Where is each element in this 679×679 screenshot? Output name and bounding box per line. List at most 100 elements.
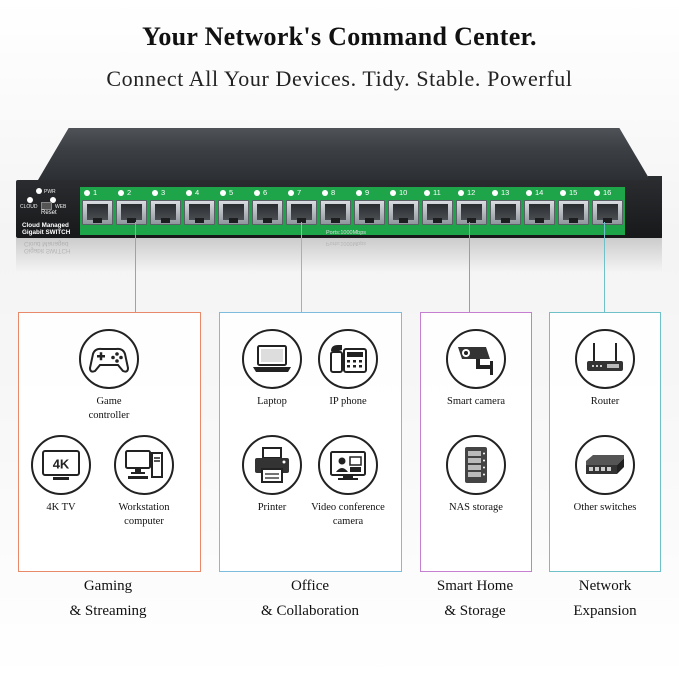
device-label: camera: [332, 516, 364, 527]
smart-camera-icon: [446, 329, 506, 389]
rj45-jack-icon: [116, 200, 147, 225]
port-number: 8: [331, 188, 336, 197]
rj45-jack-icon: [524, 200, 555, 225]
connector-line-office: [301, 222, 302, 313]
device-label: Laptop: [257, 396, 287, 407]
port-led-icon: [594, 190, 600, 196]
category-box-office: Laptop IP phone Printer Video conference…: [219, 312, 402, 572]
port-led-icon: [560, 190, 566, 196]
ip-phone-icon: [318, 329, 378, 389]
port-led-icon: [288, 190, 294, 196]
device-label: Video conference: [311, 502, 385, 513]
connector-line-network: [604, 222, 605, 313]
rj45-jack-icon: [252, 200, 283, 225]
category-title-smart-home: Smart Home & Storage: [436, 578, 514, 619]
cloud-led-icon: [27, 197, 33, 203]
category-title-office: Office & Collaboration: [261, 578, 359, 619]
ethernet-port[interactable]: 14: [522, 187, 555, 235]
port-number: 9: [365, 188, 370, 197]
network-switch-icon: [575, 435, 635, 495]
category-box-network: Router Other switches: [549, 312, 661, 572]
port-led-icon: [492, 190, 498, 196]
port-led-icon: [118, 190, 124, 196]
device-laptop: Laptop: [227, 329, 317, 409]
port-number: 2: [127, 188, 132, 197]
port-led-icon: [458, 190, 464, 196]
brand-reflection: Gigabit SWITCH Cloud Managed: [24, 240, 71, 254]
port-led-icon: [322, 190, 328, 196]
port-number: 14: [535, 188, 544, 197]
ethernet-port[interactable]: 9: [352, 187, 385, 235]
port-number: 12: [467, 188, 476, 197]
ethernet-port[interactable]: 4: [182, 187, 215, 235]
rj45-jack-icon: [558, 200, 589, 225]
port-led-icon: [424, 190, 430, 196]
ethernet-port[interactable]: 13: [488, 187, 521, 235]
port-led-icon: [254, 190, 260, 196]
ethernet-port[interactable]: 2: [114, 187, 147, 235]
port-number: 10: [399, 188, 408, 197]
ethernet-port[interactable]: 6: [250, 187, 283, 235]
switch-control-panel: PWR CLOUD WEB Reset Cloud Managed Gigabi…: [20, 186, 72, 236]
workstation-icon: [114, 435, 174, 495]
port-speed-label: Ports:1000Mbps: [326, 230, 367, 236]
device-label: computer: [124, 516, 164, 527]
web-led-icon: [50, 197, 56, 203]
ethernet-port[interactable]: 16: [590, 187, 623, 235]
rj45-jack-icon: [82, 200, 113, 225]
pwr-label: PWR: [44, 189, 56, 195]
category-title-gaming: Gaming & Streaming: [69, 578, 147, 619]
device-router: Router: [560, 329, 650, 409]
rj45-jack-icon: [456, 200, 487, 225]
port-led-icon: [220, 190, 226, 196]
port-number: 16: [603, 188, 612, 197]
port-speed-reflection: Ports:1000Mbps: [326, 240, 367, 246]
ethernet-port[interactable]: 12: [454, 187, 487, 235]
device-label: Printer: [257, 502, 287, 513]
port-number: 6: [263, 188, 268, 197]
device-smart-camera: Smart camera: [431, 329, 521, 409]
device-other-switch: Other switches: [560, 435, 650, 515]
device-label: controller: [88, 410, 130, 421]
cloud-label: CLOUD: [20, 204, 38, 210]
subheadline: Connect All Your Devices. Tidy. Stable. …: [106, 66, 573, 91]
port-number: 5: [229, 188, 234, 197]
reset-button[interactable]: [41, 202, 52, 210]
rj45-jack-icon: [320, 200, 351, 225]
ethernet-port[interactable]: 5: [216, 187, 249, 235]
ethernet-port[interactable]: 11: [420, 187, 453, 235]
rj45-jack-icon: [354, 200, 385, 225]
device-video-conference: Video conference camera: [303, 435, 393, 529]
svg-text:4K: 4K: [53, 457, 70, 472]
port-led-icon: [186, 190, 192, 196]
router-icon: [575, 329, 635, 389]
port-number: 7: [297, 188, 302, 197]
rj45-jack-icon: [592, 200, 623, 225]
device-game-controller: Game controller: [64, 329, 154, 423]
rj45-jack-icon: [388, 200, 419, 225]
connector-line-smart-home: [469, 222, 470, 313]
device-nas-storage: NAS storage: [431, 435, 521, 515]
port-number: 15: [569, 188, 578, 197]
port-number: 11: [433, 188, 441, 197]
device-label: Other switches: [573, 502, 637, 513]
rj45-jack-icon: [422, 200, 453, 225]
ethernet-port[interactable]: 3: [148, 187, 181, 235]
ethernet-port[interactable]: 1: [80, 187, 113, 235]
ethernet-port[interactable]: 8: [318, 187, 351, 235]
device-label: NAS storage: [449, 502, 503, 513]
port-number: 1: [93, 188, 98, 197]
port-led-icon: [152, 190, 158, 196]
switch-reflection: [16, 238, 662, 272]
device-label: Game: [96, 396, 122, 407]
device-label: Router: [590, 396, 620, 407]
switch-top-panel: [38, 128, 650, 180]
device-label: 4K TV: [46, 502, 76, 513]
headline: Your Network's Command Center.: [142, 22, 537, 51]
ethernet-port[interactable]: 10: [386, 187, 419, 235]
ethernet-port[interactable]: 15: [556, 187, 589, 235]
device-label: IP phone: [329, 396, 367, 407]
category-title-network: Network Expansion: [573, 578, 637, 619]
